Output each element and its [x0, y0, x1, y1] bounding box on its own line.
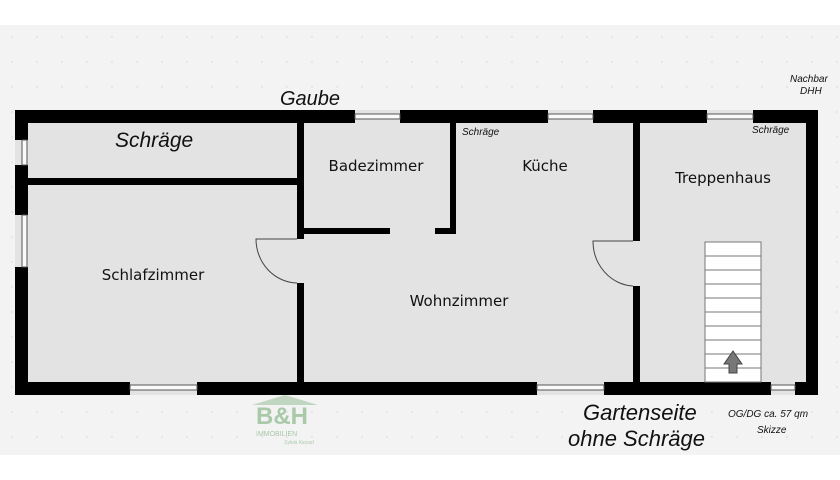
label-skizze: Skizze [757, 425, 787, 436]
label-area: OG/DG ca. 57 qm [728, 409, 809, 420]
room-treppenhaus: Treppenhaus [675, 169, 771, 187]
label-gartenseite: Gartenseite [583, 400, 697, 425]
walls [15, 110, 818, 395]
label-dhh: DHH [800, 86, 822, 97]
room-badezimmer: Badezimmer [328, 157, 424, 175]
label-schraege-kueche: Schräge [462, 127, 500, 138]
label-nachbar: Nachbar [790, 74, 828, 85]
label-gaube: Gaube [280, 88, 341, 110]
doors [255, 238, 634, 287]
staircase [704, 241, 762, 383]
logo-subtext: IMMOBILIEN [256, 431, 298, 438]
stair-arrow-up-icon [723, 350, 743, 374]
logo-text: B&H [256, 403, 308, 430]
logo-tagline: Sylvia Kessel [284, 440, 314, 446]
label-ohne-schraege: ohne Schräge [568, 426, 705, 451]
room-kueche: Küche [522, 157, 568, 175]
logo [252, 395, 318, 405]
room-wohnzimmer: Wohnzimmer [409, 292, 509, 310]
label-schraege-treppenhaus: Schräge [752, 125, 790, 136]
label-schraege: Schräge [115, 129, 194, 152]
windows [21, 113, 796, 391]
room-schlafzimmer: Schlafzimmer [101, 266, 205, 284]
floor-area [15, 110, 818, 395]
